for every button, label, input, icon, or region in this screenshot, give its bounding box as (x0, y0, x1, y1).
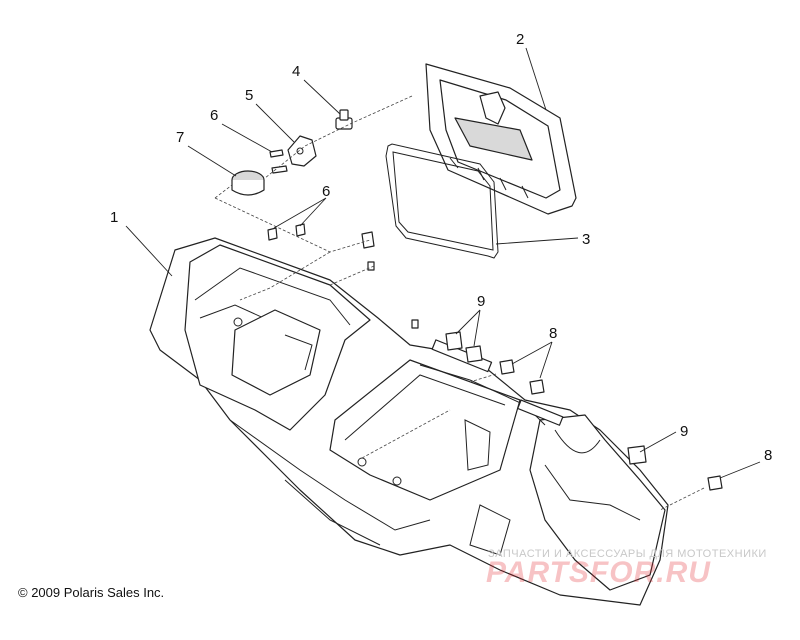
callout-3: 3 (582, 231, 590, 248)
callout-labels: 1 2 3 4 5 6 6 7 8 8 9 9 (110, 31, 772, 464)
callout-1: 1 (110, 209, 118, 226)
part-3-seal (385, 143, 499, 259)
part-6-screws (267, 149, 419, 329)
part-1-dash-panel (149, 237, 669, 606)
callout-6: 6 (210, 107, 218, 124)
part-4-bolt (335, 109, 353, 130)
copyright-text: © 2009 Polaris Sales Inc. (18, 585, 165, 600)
callout-8: 8 (764, 447, 772, 464)
callout-5: 5 (245, 87, 253, 104)
callout-8: 8 (549, 325, 557, 342)
watermark-tagline: ЗАПЧАСТИ И АКСЕССУАРЫ ДЛЯ МОТОТЕХНИКИ (488, 548, 767, 560)
callout-9: 9 (680, 423, 688, 440)
callout-7: 7 (176, 129, 184, 146)
callout-4: 4 (292, 63, 300, 80)
part-9-clips (445, 331, 647, 465)
part-5-striker-plate (287, 135, 317, 167)
part-7-bumper (231, 170, 265, 196)
callout-9: 9 (477, 293, 485, 310)
watermark-logo: PARTSFOR.RU (486, 556, 711, 589)
part-8-rivets (499, 359, 723, 491)
leader-lines (125, 47, 761, 479)
callout-2: 2 (516, 31, 524, 48)
assembly-lines (214, 95, 705, 511)
callout-6: 6 (322, 183, 330, 200)
part-2-lid-frame (425, 63, 577, 215)
